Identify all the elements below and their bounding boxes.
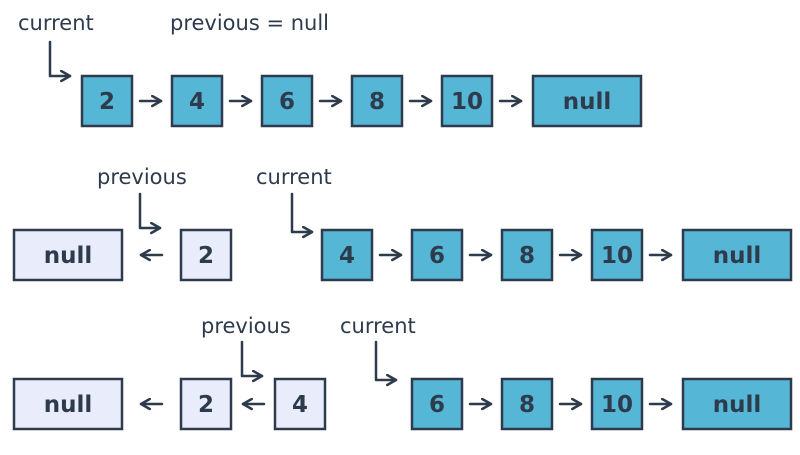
current-label: current xyxy=(18,11,94,35)
row-3: previous current null 2 4 6 8 1 xyxy=(12,314,793,431)
previous-pointer-arrow xyxy=(240,340,264,383)
svg-text:8: 8 xyxy=(369,89,385,115)
list-node: 8 xyxy=(500,377,554,431)
null-node: null xyxy=(681,377,793,431)
current-pointer-arrow xyxy=(374,340,398,387)
svg-text:10: 10 xyxy=(601,243,633,269)
current-label: current xyxy=(256,165,332,189)
list-node: 6 xyxy=(410,228,464,282)
svg-text:6: 6 xyxy=(429,392,445,418)
svg-text:4: 4 xyxy=(339,243,355,269)
list-node: 10 xyxy=(590,377,644,431)
current-pointer-arrow xyxy=(290,192,314,239)
svg-text:10: 10 xyxy=(601,392,633,418)
svg-text:6: 6 xyxy=(429,243,445,269)
svg-text:2: 2 xyxy=(198,392,214,418)
null-node: null xyxy=(12,377,124,431)
previous-pointer-arrow xyxy=(138,192,162,235)
previous-label: previous xyxy=(201,314,291,338)
current-pointer-arrow xyxy=(48,40,72,83)
list-node: 6 xyxy=(260,74,314,128)
null-node: null xyxy=(12,228,124,282)
list-node: 2 xyxy=(179,377,233,431)
row-2: previous current null 2 4 6 8 1 xyxy=(12,165,793,282)
svg-text:10: 10 xyxy=(451,89,483,115)
list-node: 4 xyxy=(320,228,374,282)
list-node: 4 xyxy=(170,74,224,128)
list-node: 4 xyxy=(273,377,327,431)
previous-label: previous xyxy=(97,165,187,189)
svg-text:null: null xyxy=(563,89,612,115)
list-node: 8 xyxy=(500,228,554,282)
previous-label: previous = null xyxy=(170,11,329,35)
list-node: 10 xyxy=(440,74,494,128)
null-node: null xyxy=(531,74,643,128)
svg-text:4: 4 xyxy=(189,89,205,115)
svg-text:null: null xyxy=(713,243,762,269)
row-1: current previous = null 2 4 6 8 10 xyxy=(18,11,643,128)
list-node: 2 xyxy=(80,74,134,128)
list-node: 10 xyxy=(590,228,644,282)
list-node: 6 xyxy=(410,377,464,431)
svg-text:8: 8 xyxy=(519,243,535,269)
svg-text:2: 2 xyxy=(198,243,214,269)
svg-text:6: 6 xyxy=(279,89,295,115)
svg-text:null: null xyxy=(44,392,93,418)
svg-text:8: 8 xyxy=(519,392,535,418)
current-label: current xyxy=(340,314,416,338)
null-node: null xyxy=(681,228,793,282)
list-node: 8 xyxy=(350,74,404,128)
list-node: 2 xyxy=(179,228,233,282)
svg-text:null: null xyxy=(713,392,762,418)
svg-text:4: 4 xyxy=(292,392,308,418)
svg-text:null: null xyxy=(44,243,93,269)
svg-text:2: 2 xyxy=(99,89,115,115)
